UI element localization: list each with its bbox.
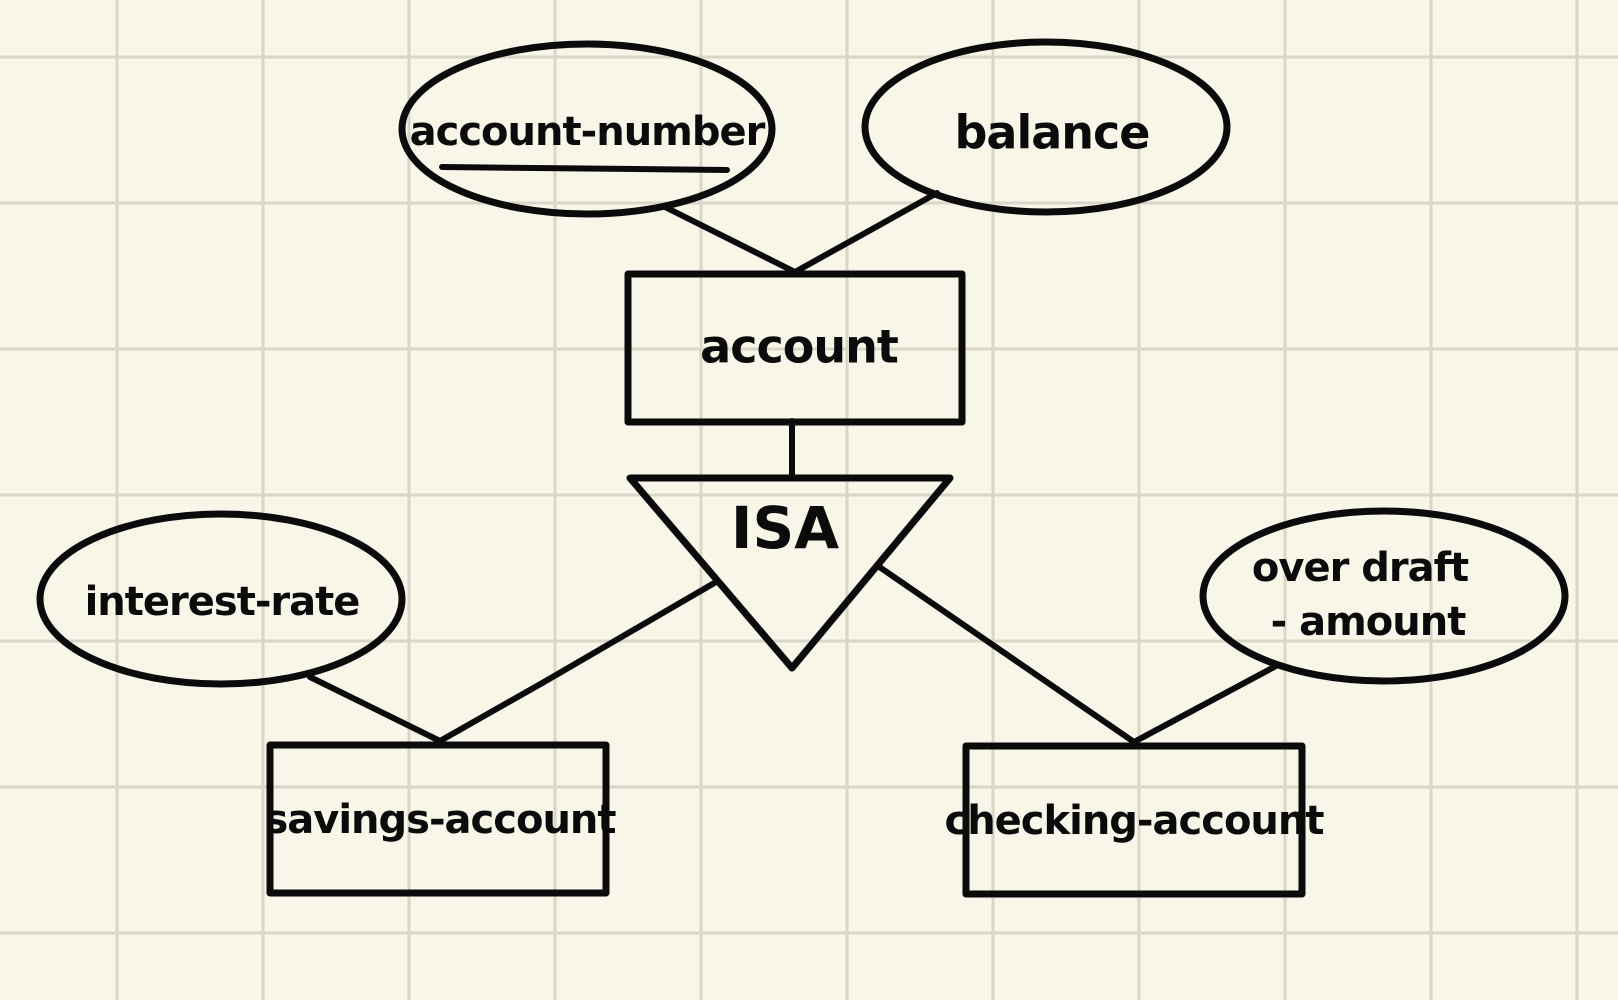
attribute-overdraft-line2: - amount <box>1271 599 1467 645</box>
connector-balance-account <box>792 190 940 275</box>
attribute-overdraft-line1: over draft <box>1252 545 1469 591</box>
isa-triangle <box>626 474 954 672</box>
attribute-ellipse <box>861 38 1231 216</box>
attribute-account-number: account-number <box>398 40 776 218</box>
connector-interest-rate-savings-account <box>307 674 443 744</box>
connector-isa-savings-account <box>437 579 719 744</box>
attribute-ellipse <box>36 510 406 688</box>
entity-checking-account: checking-account <box>944 742 1325 898</box>
entity-account: account <box>624 270 966 426</box>
attribute-balance-label: balance <box>955 106 1150 160</box>
isa-relationship: ISA <box>626 474 954 672</box>
attribute-ellipse <box>398 40 776 218</box>
connector-isa-checking-account <box>875 563 1137 745</box>
attribute-ellipse <box>1199 507 1569 685</box>
primary-key-underline <box>439 164 730 173</box>
entity-account-label: account <box>700 320 898 374</box>
attribute-overdraft-amount: over draft - amount <box>1199 507 1569 685</box>
entity-box <box>624 270 966 426</box>
connector-overdraft-amount-checking-account <box>1131 663 1279 745</box>
isa-label: ISA <box>731 494 839 562</box>
entity-box <box>962 742 1306 898</box>
entity-checking-account-label: checking-account <box>944 798 1324 844</box>
connector-account-number-account <box>662 204 798 275</box>
attribute-balance: balance <box>861 38 1231 216</box>
attribute-account-number-label: account-number <box>410 109 766 155</box>
entity-box <box>266 741 610 897</box>
entity-savings-account-label: savings-account <box>264 797 616 843</box>
attribute-interest-rate: interest-rate <box>36 510 406 688</box>
entity-savings-account: savings-account <box>264 741 617 897</box>
attribute-interest-rate-label: interest-rate <box>85 579 360 625</box>
